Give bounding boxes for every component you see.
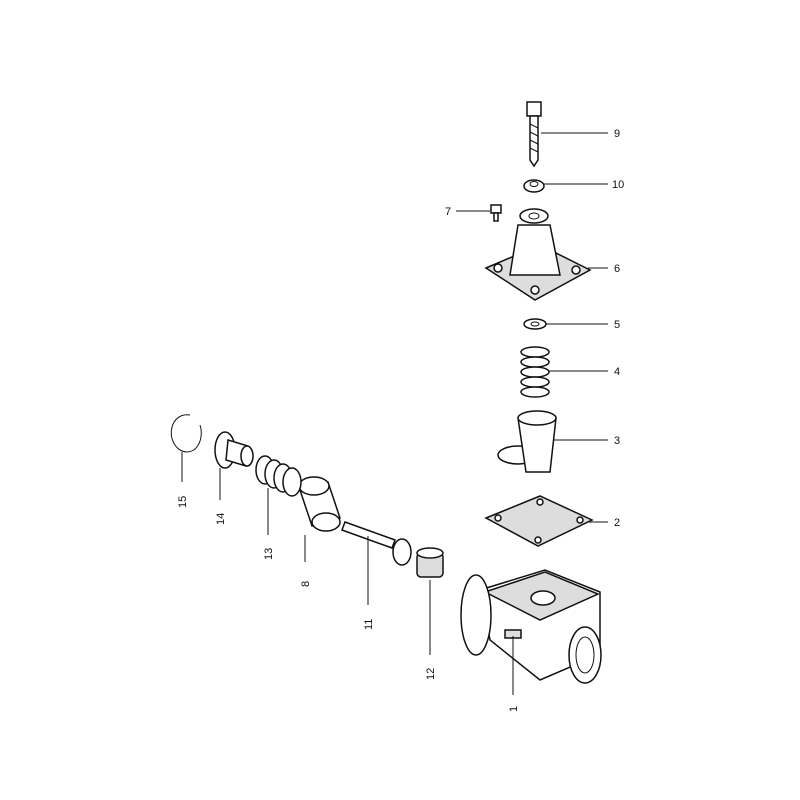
part-3-piston-sleeve xyxy=(497,410,557,473)
part-12-sleeve xyxy=(416,547,444,578)
leader-lines xyxy=(181,132,608,695)
label-part-7: 7 xyxy=(445,206,451,218)
part-8-bushing xyxy=(298,476,341,532)
label-part-6: 6 xyxy=(614,263,620,275)
part-4-spring xyxy=(520,346,550,398)
part-14-spring-seat xyxy=(214,431,254,469)
label-part-5: 5 xyxy=(614,319,620,331)
label-part-3: 3 xyxy=(614,435,620,447)
label-part-10: 10 xyxy=(612,179,624,191)
part-9-bolt xyxy=(526,101,542,168)
part-13-spring xyxy=(255,455,302,497)
label-part-15: 15 xyxy=(177,496,189,508)
label-part-1: 1 xyxy=(508,706,520,712)
label-part-12: 12 xyxy=(425,668,437,680)
part-6-cover xyxy=(484,208,592,301)
part-11-valve-stem xyxy=(341,521,412,566)
label-part-9: 9 xyxy=(614,128,620,140)
label-part-14: 14 xyxy=(215,513,227,525)
part-7-screw xyxy=(490,204,502,222)
part-2-gasket xyxy=(484,495,594,547)
label-part-11: 11 xyxy=(363,619,375,630)
label-part-8: 8 xyxy=(300,581,312,587)
part-5-washer xyxy=(523,318,547,330)
label-part-2: 2 xyxy=(614,517,620,529)
label-part-4: 4 xyxy=(614,366,620,378)
part-10-nut xyxy=(523,179,545,193)
part-15-circlip xyxy=(170,414,202,453)
label-part-13: 13 xyxy=(263,548,275,560)
part-1-valve-body xyxy=(460,569,602,684)
